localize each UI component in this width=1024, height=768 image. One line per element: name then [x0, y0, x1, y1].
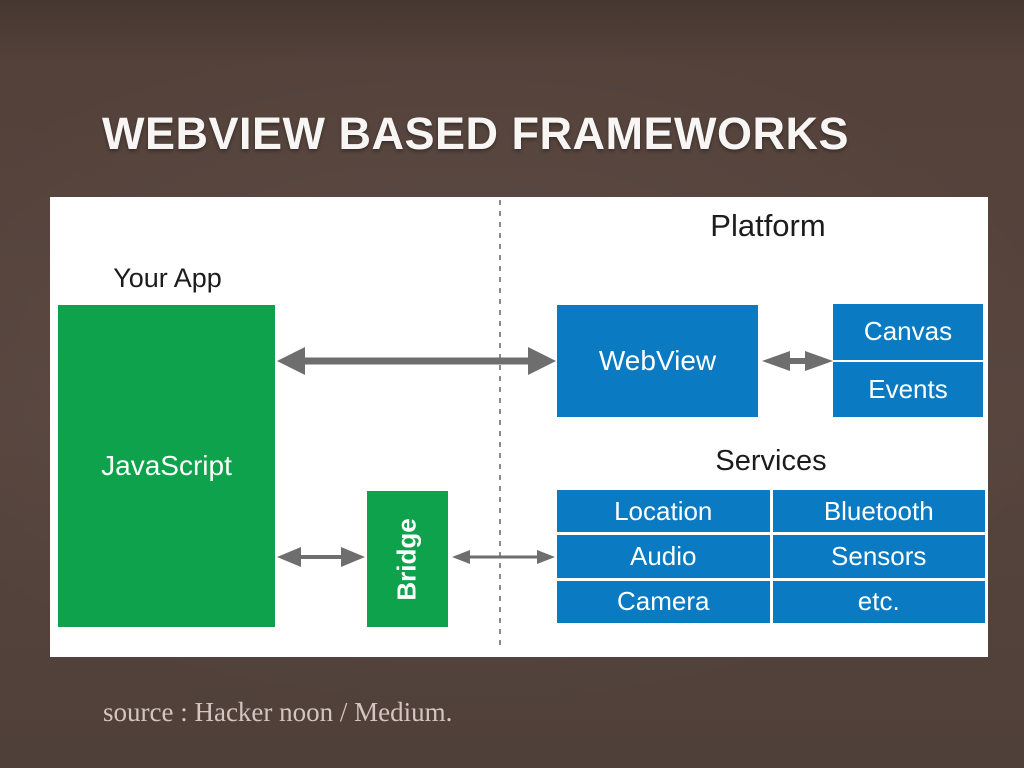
service-label: etc. [857, 586, 900, 617]
service-cell-sensors: Sensors [772, 535, 985, 578]
diagram-connectors [277, 200, 833, 649]
services-label: Services [715, 445, 827, 477]
service-cell-bluetooth: Bluetooth [772, 490, 985, 533]
service-label: Bluetooth [823, 495, 934, 526]
service-cell-etc: etc. [772, 580, 985, 623]
webview-label: WebView [598, 345, 717, 376]
service-label: Camera [617, 586, 710, 617]
canvas-events-stack: Canvas Events [833, 304, 983, 417]
javascript-label: JavaScript [101, 450, 232, 481]
services-grid: Location Bluetooth Audio Sensors Camera … [557, 490, 985, 623]
diagram-panel: Your App JavaScript Bridge Platform WebV… [50, 197, 988, 657]
slide-title: WEBVIEW BASED FRAMEWORKS [102, 108, 849, 159]
service-label: Sensors [831, 540, 927, 571]
events-label: Events [868, 373, 948, 404]
arrow-javascript-webview [277, 347, 556, 375]
platform-label: Platform [710, 208, 826, 243]
source-caption: source : Hacker noon / Medium. [103, 697, 453, 727]
service-cell-audio: Audio [557, 535, 770, 578]
service-label: Audio [630, 540, 697, 571]
webview-box: WebView [557, 305, 758, 417]
service-label: Location [614, 495, 713, 526]
events-box: Events [833, 361, 983, 417]
canvas-box: Canvas [833, 304, 983, 360]
arrow-webview-canvas-events [762, 351, 833, 371]
bridge-label: Bridge [392, 517, 422, 601]
service-cell-location: Location [557, 490, 770, 533]
service-cell-camera: Camera [557, 580, 770, 623]
bridge-box: Bridge [367, 491, 448, 627]
arrow-bridge-services [452, 550, 555, 564]
arrow-javascript-bridge [277, 547, 365, 567]
javascript-box: JavaScript [58, 305, 275, 627]
canvas-label: Canvas [863, 316, 953, 347]
your-app-label: Your App [113, 263, 222, 293]
